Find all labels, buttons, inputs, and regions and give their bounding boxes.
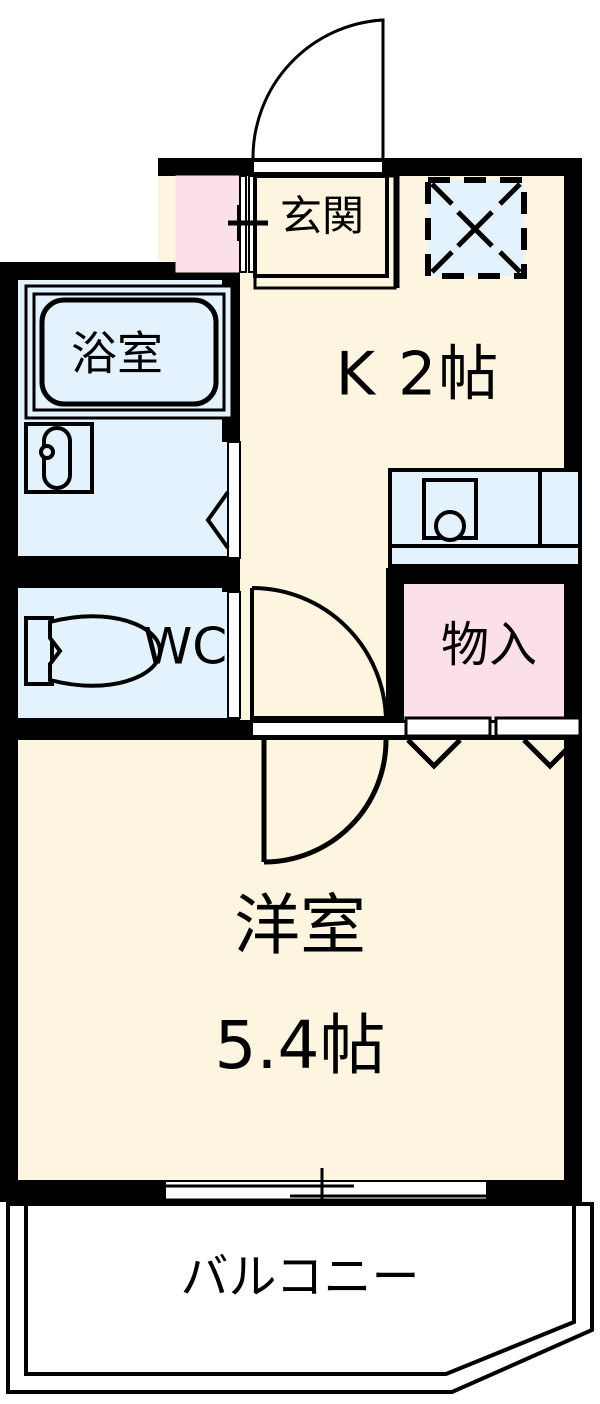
wall-closet-top	[386, 568, 582, 584]
entrance-door-swing-arc	[251, 18, 385, 159]
wall-right	[564, 158, 582, 1180]
entrance-door[interactable]	[251, 18, 385, 174]
bath-slider-panel[interactable]	[227, 441, 241, 559]
balcony-window[interactable]	[166, 1168, 486, 1210]
washer-space-dashed-border	[425, 177, 527, 279]
vanity-sink	[24, 422, 94, 494]
balcony-inner-edge	[24, 1202, 576, 1376]
living-floor-fill	[18, 740, 582, 1180]
kitchen-sink	[388, 468, 582, 568]
closet-door-panel-right[interactable]	[494, 716, 582, 738]
kitchen-door-swing-arc	[251, 586, 388, 723]
bath-slider[interactable]	[205, 441, 241, 559]
closet-floor-fill	[404, 584, 580, 720]
label-balcony: バルコニー	[180, 1249, 419, 1305]
toilet-bowl	[24, 614, 163, 688]
vanity-faucet	[39, 444, 55, 460]
wc-slider-panel[interactable]	[227, 591, 241, 719]
label-living-room: 洋室	[234, 887, 366, 964]
wc-slider[interactable]	[227, 591, 241, 719]
washer-corner-tr	[498, 182, 522, 206]
shoe-cabinet	[175, 175, 268, 273]
wall-entrance-frame-right	[382, 158, 402, 176]
washer-space	[425, 177, 527, 279]
label-kitchen: K 2帖	[336, 340, 501, 410]
bath-slider-arrow	[205, 490, 230, 550]
kitchen-counter-front	[388, 544, 582, 568]
living-door[interactable]	[261, 739, 389, 865]
closet-door-panel-left[interactable]	[404, 716, 492, 738]
genkan-step	[253, 174, 397, 290]
label-genkan: 玄関	[280, 192, 364, 241]
balcony-outline	[6, 1202, 594, 1394]
entrance-door-panel[interactable]	[252, 160, 384, 174]
closet-folding[interactable]	[404, 716, 582, 770]
wall-wc-bottom	[0, 718, 240, 740]
genkan-step-edge	[253, 174, 397, 290]
label-wc: WC	[143, 618, 227, 676]
washer-corner-tl	[430, 182, 454, 206]
kitchen-sink-drain	[434, 510, 466, 542]
label-living-area: 5.4帖	[215, 1007, 386, 1084]
closet-door-arrow-right	[522, 738, 578, 770]
toilet-bowl-shape	[48, 614, 163, 688]
kitchen-counter	[388, 468, 582, 548]
bathtub-shape	[39, 297, 219, 407]
closet-door-arrow-left	[406, 738, 462, 770]
living-door-swing-arc	[263, 739, 389, 865]
bathtub-unit	[24, 284, 234, 420]
toilet-tank	[24, 616, 54, 686]
label-bathroom: 浴室	[71, 327, 163, 381]
wall-closet-left	[386, 568, 404, 736]
washer-corner-br	[498, 250, 522, 274]
label-closet: 物入	[441, 617, 537, 673]
wall-bath-wc-divider	[0, 556, 240, 588]
washer-corner-bl	[430, 250, 454, 274]
washer-x-stroke-b	[456, 210, 494, 248]
